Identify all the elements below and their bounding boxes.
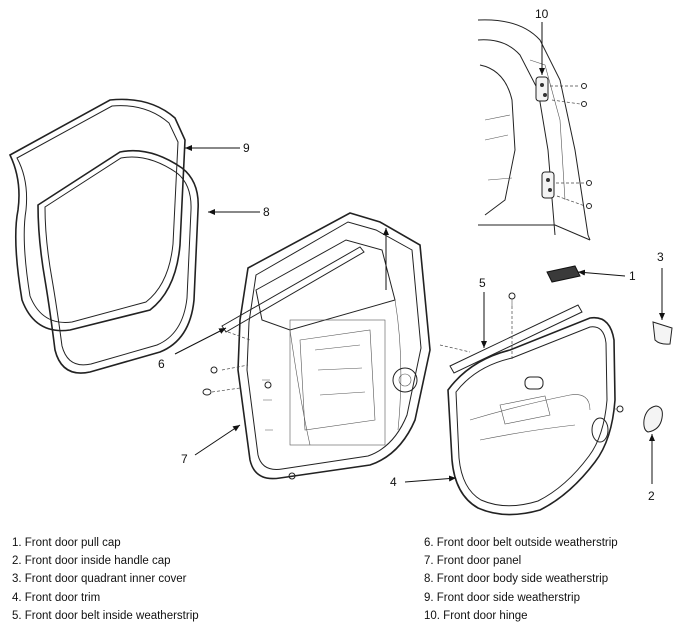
- callout-2: 2: [648, 489, 655, 503]
- callout-4: 4: [390, 475, 397, 489]
- door-hinge-body-area: [477, 19, 592, 241]
- callout-9: 9: [243, 141, 250, 155]
- legend-item-pull-cap: 1. Front door pull cap: [12, 537, 121, 549]
- inside-handle-cap: [643, 405, 663, 433]
- legend-item-door-hinge: 10. Front door hinge: [424, 609, 528, 622]
- legend-item-belt-inside-weatherstrip: 5. Front door belt inside weatherstrip: [12, 609, 199, 622]
- belt-outside-weatherstrip: [221, 246, 365, 333]
- legend-item-side-weatherstrip: 9. Front door side weatherstrip: [424, 591, 580, 604]
- legend-left: 1. Front door pull cap 2. Front door ins…: [12, 534, 199, 625]
- pull-cap: [546, 265, 581, 283]
- callout-6: 6: [158, 357, 165, 371]
- callout-1: 1: [629, 269, 636, 283]
- legend-item-door-trim: 4. Front door trim: [12, 591, 101, 604]
- callout-7: 7: [181, 452, 188, 466]
- legend-item-body-side-weatherstrip: 8. Front door body side weatherstrip: [424, 573, 609, 586]
- belt-inside-weatherstrip: [449, 304, 583, 374]
- fasteners: [202, 292, 624, 480]
- callout-arrows: [174, 22, 665, 484]
- door-panel: [237, 212, 431, 480]
- callout-10: 10: [535, 7, 549, 21]
- callout-5: 5: [479, 276, 486, 290]
- callout-8: 8: [263, 205, 270, 219]
- legend-right: 6. Front door belt outside weatherstrip …: [424, 534, 618, 625]
- legend-item-door-panel: 7. Front door panel: [424, 555, 522, 568]
- door-trim: [447, 316, 616, 516]
- legend-item-inside-handle-cap: 2. Front door inside handle cap: [12, 555, 171, 568]
- callout-3: 3: [657, 250, 664, 264]
- exploded-door-diagram: 1 2 3 4 5 6 7 8 9 10: [8, 7, 673, 516]
- legend-item-belt-outside-weatherstrip: 6. Front door belt outside weatherstrip: [424, 537, 618, 549]
- door-body-side-weatherstrip: [37, 149, 199, 374]
- quadrant-inner-cover: [652, 321, 673, 345]
- legend-item-quadrant-inner-cover: 3. Front door quadrant inner cover: [12, 573, 187, 586]
- door-side-weatherstrip: [8, 98, 186, 332]
